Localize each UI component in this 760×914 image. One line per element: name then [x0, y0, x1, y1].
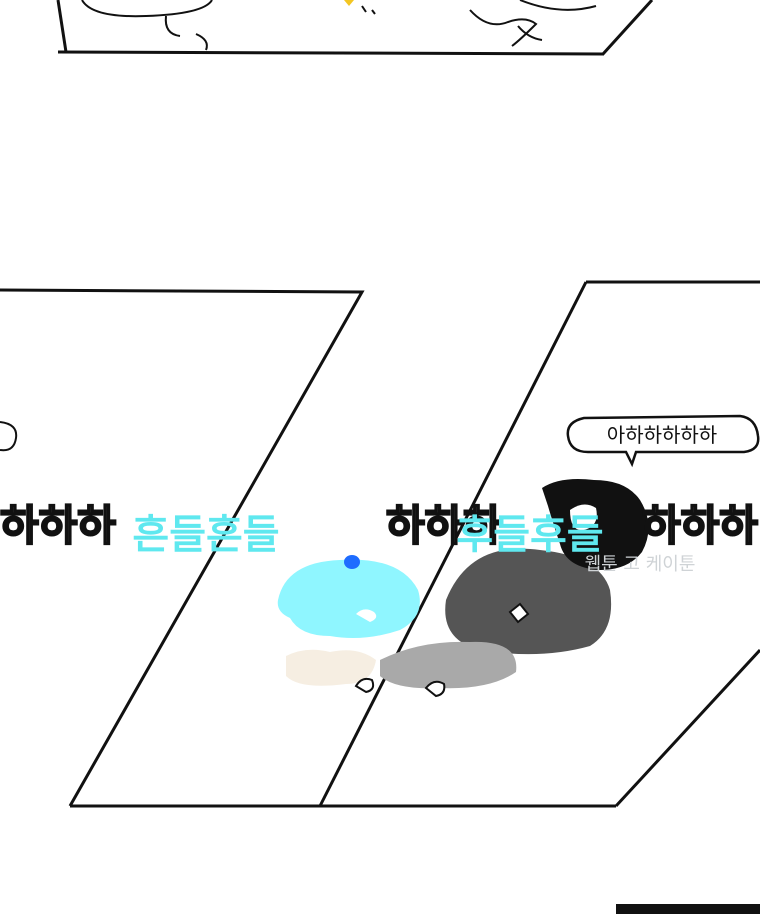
gray-character-body — [445, 548, 612, 655]
right-panel-right-border — [614, 648, 760, 808]
cyan-character-blue-spot — [344, 555, 360, 569]
top-figure-left-doodle — [164, 15, 208, 51]
left-panel-border — [0, 288, 365, 807]
laugh-sfx-right: 하하하 — [642, 501, 758, 550]
top-figure-right-head — [519, 0, 597, 11]
top-panel-left-border — [56, 0, 68, 53]
top-bubble-fragment — [81, 0, 213, 18]
gray-character — [354, 479, 649, 698]
left-panel — [0, 288, 365, 807]
top-panel-bottom-border — [57, 50, 605, 56]
cyan-character-body — [277, 559, 420, 638]
watermark-text: 웹툰 고 케이툰 — [585, 554, 696, 575]
gray-character-hair — [542, 479, 649, 570]
top-panel-right-border — [601, 0, 654, 56]
laugh-sfx-left: 하하하 — [0, 501, 116, 550]
left-bubble-fragment — [0, 421, 18, 452]
speech-bubble-text: 아하하하하하 — [607, 423, 717, 447]
right-panel-left-border — [318, 281, 588, 807]
laugh-sfx-center: 하하하 — [386, 501, 502, 550]
top-sparkle — [361, 5, 376, 15]
gray-character-hand — [508, 602, 530, 624]
cyan-character-hand — [356, 609, 377, 622]
top-figure-right-doodle — [469, 9, 543, 47]
cyan-character — [277, 555, 420, 686]
bottom-right-strip — [616, 904, 760, 914]
yellow-mark — [344, 0, 354, 6]
gray-character-legs — [380, 641, 517, 689]
cyan-character-legs — [286, 649, 376, 686]
speech-bubble: 아하하하하하 — [566, 414, 760, 468]
top-panel — [56, 0, 654, 56]
right-panel — [70, 280, 760, 808]
speech-bubble-shape — [566, 414, 760, 468]
gray-character-feet — [354, 677, 446, 698]
gray-character-face — [570, 504, 597, 531]
cyan-sfx-left: 흔들흔들 — [132, 512, 279, 558]
cyan-sfx-right: 후들후들 — [456, 512, 603, 558]
